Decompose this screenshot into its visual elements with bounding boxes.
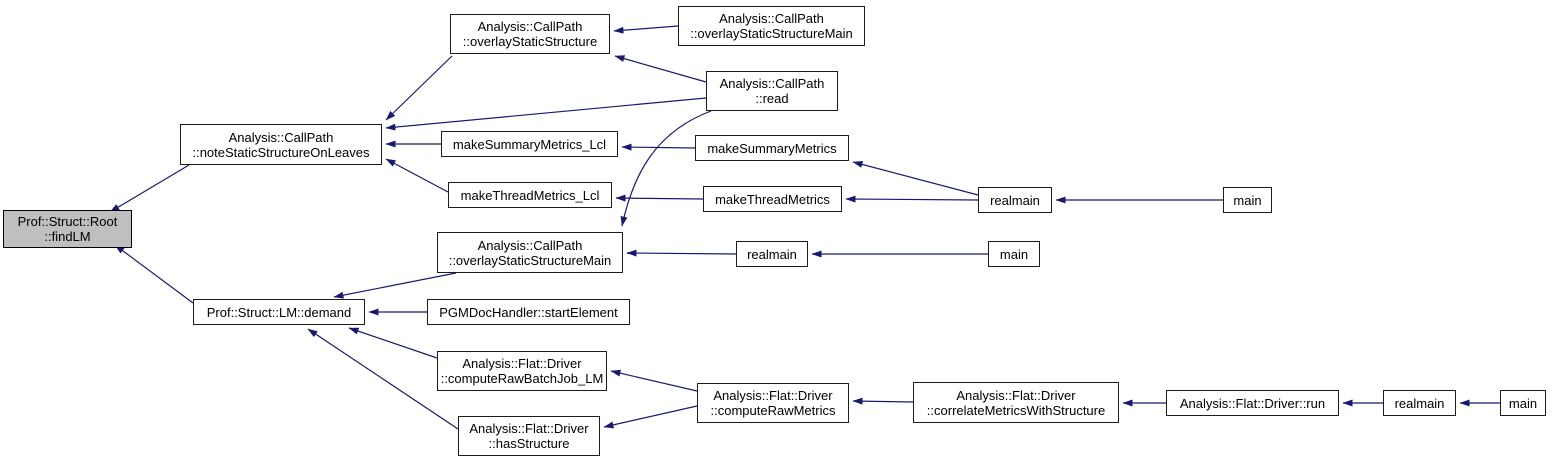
edge-overlay-note — [385, 55, 453, 121]
node-label-line: realmain — [1394, 395, 1445, 411]
node-lm-demand[interactable]: Prof::Struct::LM::demand — [193, 299, 365, 325]
node-label-line: makeSummaryMetrics — [707, 140, 837, 156]
edge-hasStructure-demand — [307, 328, 459, 430]
node-label-line: Prof::Struct::LM::demand — [206, 304, 352, 320]
node-realmain-1[interactable]: realmain — [978, 187, 1052, 213]
node-computerawbatchjob-lm[interactable]: Analysis::Flat::Driver::computeRawBatchJ… — [437, 351, 607, 391]
node-label-line: ::computeRawMetrics — [710, 403, 836, 418]
edge-realmainTop-sum — [852, 161, 979, 196]
node-label-line: Analysis::Flat::Driver — [462, 356, 582, 371]
node-label-line: Analysis::Flat::Driver — [956, 387, 1076, 403]
node-makethreadmetrics-lcl[interactable]: makeThreadMetrics_Lcl — [448, 182, 612, 208]
edge-overlayMainTop-overlay — [613, 25, 679, 34]
edge-sum-sumLcl — [621, 143, 696, 151]
edge-demand-findLM — [114, 244, 194, 304]
node-main-2[interactable]: main — [988, 241, 1040, 267]
node-label-line: ::overlayStaticStructureMain — [690, 26, 853, 41]
node-overlaystaticstructuremain[interactable]: Analysis::CallPath::overlayStaticStructu… — [437, 232, 623, 273]
node-label-line: PGMDocHandler::startElement — [439, 304, 618, 320]
node-overlaystaticstructure[interactable]: Analysis::CallPath::overlayStaticStructu… — [450, 14, 610, 54]
node-makesummarymetrics-lcl[interactable]: makeSummaryMetrics_Lcl — [441, 131, 618, 157]
edge-computeRawMetrics-hasStructure — [603, 405, 698, 429]
edge-realmainMid-overlayMainMid — [626, 249, 737, 257]
node-realmain-2[interactable]: realmain — [736, 241, 808, 267]
edge-note-findLM — [109, 164, 190, 213]
node-realmain-3[interactable]: realmain — [1383, 390, 1456, 416]
node-label-line: ::read — [755, 91, 789, 106]
edge-realmainTop-thr — [845, 195, 979, 203]
edge-thr-thrLcl — [615, 194, 704, 202]
node-label-line: main — [999, 246, 1029, 262]
node-label-line: ::findLM — [44, 229, 91, 244]
edge-read-overlay — [614, 55, 707, 83]
node-flat-driver-run[interactable]: Analysis::Flat::Driver::run — [1166, 390, 1339, 416]
node-label-line: ::correlateMetricsWithStructure — [926, 402, 1106, 418]
node-label-line: Analysis::CallPath — [228, 129, 334, 145]
edge-correlate-computeRawMetrics — [852, 397, 914, 405]
node-label-line: Analysis::Flat::Driver — [469, 421, 589, 436]
node-label-line: realmain — [747, 246, 797, 262]
node-label-line: makeThreadMetrics_Lcl — [460, 187, 600, 203]
node-label-line: Analysis::Flat::Driver — [713, 388, 833, 403]
node-label-line: ::noteStaticStructureOnLeaves — [192, 144, 370, 160]
node-label-line: ::overlayStaticStructure — [462, 34, 598, 49]
edge-overlayMainMid-demand — [333, 272, 457, 299]
node-label-line: Prof::Struct::Root — [17, 214, 118, 229]
node-label-line: Analysis::Flat::Driver::run — [1179, 395, 1326, 411]
edge-read-overlayMainMid — [620, 110, 712, 227]
node-label-line: main — [1233, 192, 1262, 208]
node-main-1[interactable]: main — [1223, 187, 1272, 213]
node-pgmdochandler-startelement[interactable]: PGMDocHandler::startElement — [427, 299, 630, 325]
edge-read-note — [385, 97, 707, 131]
node-label-line: ::overlayStaticStructureMain — [448, 252, 612, 268]
node-computerawmetrics[interactable]: Analysis::Flat::Driver::computeRawMetric… — [697, 383, 849, 423]
node-label-line: ::computeRawBatchJob_LM — [440, 371, 604, 386]
node-makethreadmetrics[interactable]: makeThreadMetrics — [703, 186, 842, 212]
node-label-line: realmain — [990, 192, 1040, 208]
node-label-line: makeSummaryMetrics_Lcl — [452, 136, 607, 152]
node-overlaystaticstructuremain-top[interactable]: Analysis::CallPath::overlayStaticStructu… — [678, 6, 865, 46]
node-findlm: Prof::Struct::Root::findLM — [3, 210, 132, 248]
node-makesummarymetrics[interactable]: makeSummaryMetrics — [695, 135, 849, 161]
edge-computeRawMetrics-batch — [610, 369, 698, 392]
node-label-line: main — [1508, 395, 1538, 411]
node-read[interactable]: Analysis::CallPath::read — [706, 71, 838, 111]
node-label-line: Analysis::CallPath — [477, 237, 583, 253]
node-correlatemetricswithstructure[interactable]: Analysis::Flat::Driver::correlateMetrics… — [913, 382, 1119, 423]
node-label-line: Analysis::CallPath — [719, 11, 824, 26]
node-main-3[interactable]: main — [1500, 390, 1546, 416]
node-label-line: makeThreadMetrics — [715, 191, 830, 207]
node-label-line: ::hasStructure — [488, 436, 570, 451]
node-notestaticstructureonleaves[interactable]: Analysis::CallPath::noteStaticStructureO… — [180, 124, 382, 165]
node-label-line: Analysis::CallPath — [719, 76, 825, 91]
edge-batch-demand — [348, 327, 438, 359]
node-hasstructure[interactable]: Analysis::Flat::Driver::hasStructure — [458, 416, 600, 456]
edge-thrLcl-note — [385, 158, 449, 193]
node-label-line: Analysis::CallPath — [477, 19, 583, 34]
